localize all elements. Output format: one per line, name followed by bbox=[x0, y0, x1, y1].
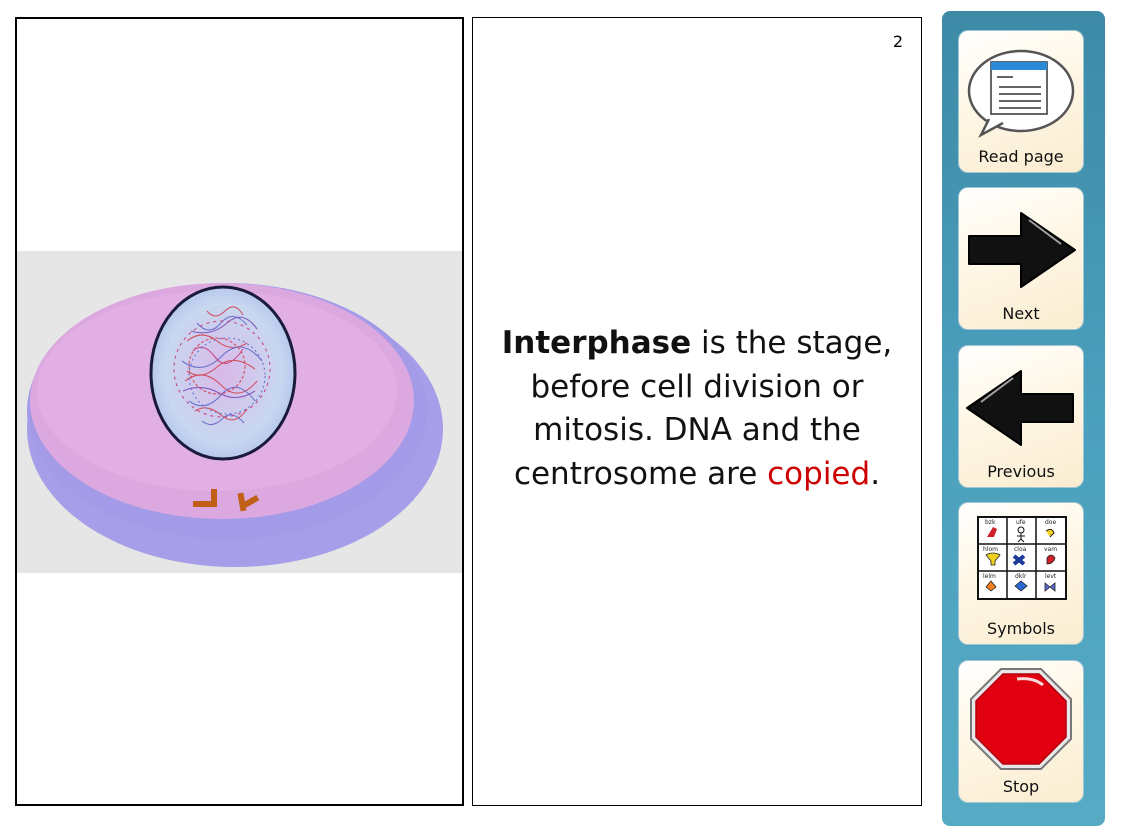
body-line-1: Interphase is the stage, bbox=[501, 325, 893, 361]
symbol-label-7: lelm bbox=[983, 573, 996, 580]
symbol-label-4: hlom bbox=[983, 546, 998, 553]
symbol-label-8: dklr bbox=[1015, 573, 1027, 580]
previous-label: Previous bbox=[987, 462, 1055, 481]
previous-button[interactable]: Previous bbox=[958, 345, 1084, 488]
next-button[interactable]: Next bbox=[958, 187, 1084, 330]
stop-label: Stop bbox=[1002, 777, 1040, 796]
body-line-3: mitosis. DNA and the bbox=[533, 412, 861, 448]
stop-sign-icon bbox=[970, 668, 1072, 770]
stop-button[interactable]: Stop bbox=[958, 660, 1084, 803]
illustration-panel bbox=[15, 17, 464, 806]
highlight-copied: copied bbox=[767, 455, 871, 492]
chromatin-texture bbox=[173, 306, 271, 426]
read-page-button[interactable]: Read page bbox=[958, 30, 1084, 173]
body-line-4: centrosome are copied. bbox=[513, 455, 881, 492]
symbols-label: Symbols bbox=[987, 619, 1055, 638]
symbol-label-9: levt bbox=[1045, 573, 1057, 580]
navigation-sidebar: Read page Next Previous bzk ufe doe hlom bbox=[942, 11, 1105, 826]
symbols-button[interactable]: bzk ufe doe hlom cloa vam lelm dklr levt… bbox=[958, 502, 1084, 645]
symbol-label-2: ufe bbox=[1016, 519, 1026, 526]
page-text-panel: 2 Interphase is the stage, before cell d… bbox=[472, 17, 922, 806]
symbol-label-5: cloa bbox=[1014, 546, 1027, 553]
arrow-right-icon bbox=[968, 212, 1076, 288]
centrosome bbox=[193, 489, 260, 512]
next-label: Next bbox=[1002, 304, 1040, 323]
speech-bubble-document-icon bbox=[967, 49, 1075, 139]
symbol-label-6: vam bbox=[1044, 546, 1057, 553]
interphase-cell-image bbox=[17, 251, 462, 573]
symbol-label-1: bzk bbox=[985, 519, 996, 526]
page-number: 2 bbox=[892, 32, 903, 51]
read-page-label: Read page bbox=[978, 147, 1064, 166]
page-body-text: Interphase is the stage, before cell div… bbox=[473, 322, 921, 496]
symbol-grid-icon: bzk ufe doe hlom cloa vam lelm dklr levt bbox=[977, 516, 1067, 600]
arrow-left-icon bbox=[966, 370, 1074, 446]
keyword-interphase: Interphase bbox=[501, 325, 692, 361]
body-line-2: before cell division or bbox=[530, 368, 864, 405]
symbol-label-3: doe bbox=[1045, 519, 1056, 526]
